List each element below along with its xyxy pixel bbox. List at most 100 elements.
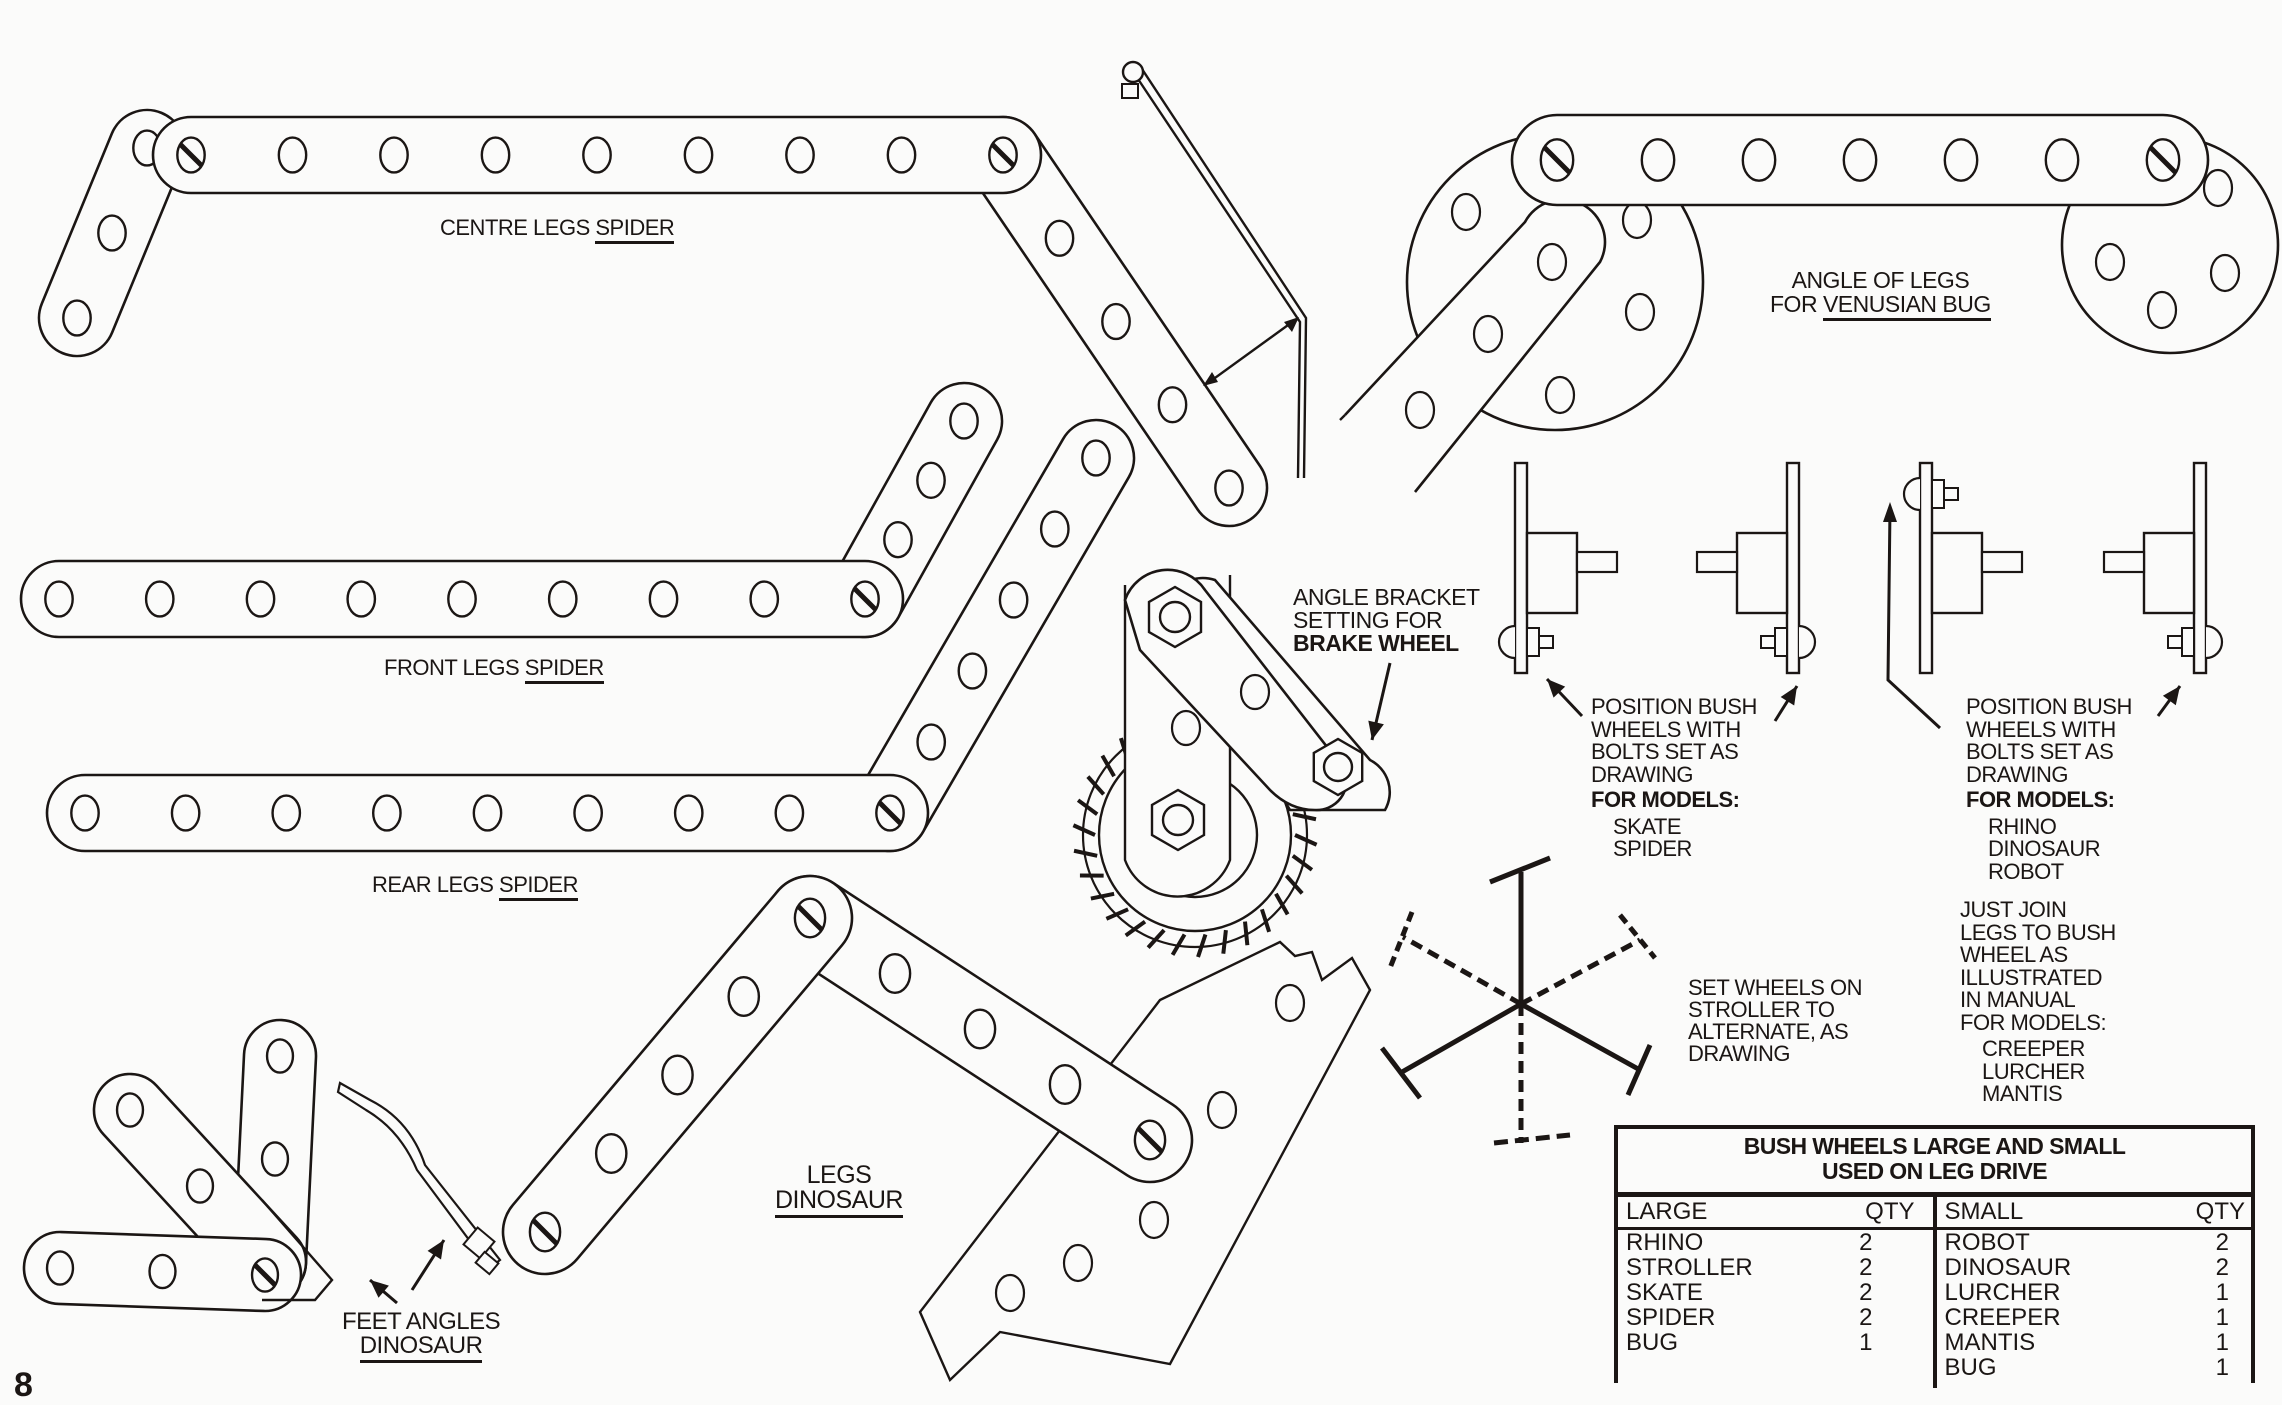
bolt-head (2206, 626, 2222, 658)
strip-hole (1172, 711, 1200, 745)
hole-outline (650, 582, 677, 617)
wheel-hole (1452, 194, 1480, 230)
hole-outline (448, 582, 475, 617)
venusian-bug-label: ANGLE OF LEGS FOR VENUSIAN BUG (1770, 268, 1991, 316)
label-line: WHEELS WITH (1591, 719, 1757, 742)
wheel-arm-solid (1402, 1004, 1521, 1072)
table-title-line: BUSH WHEELS LARGE AND SMALL (1618, 1134, 2251, 1159)
qty-header: QTY (1865, 1199, 1914, 1227)
strip-hole (729, 977, 759, 1016)
model-cell: DINOSAUR (1945, 1255, 2072, 1280)
boss (1932, 533, 1982, 613)
strip-hole (71, 796, 98, 831)
hole-outline (574, 796, 601, 831)
hole-outline (1159, 387, 1186, 422)
bolt-thread (1539, 636, 1553, 648)
strip-hole (1743, 139, 1775, 180)
label-line: FEET ANGLES (342, 1310, 500, 1334)
label-model: SPIDER (499, 872, 578, 901)
strip-hole (965, 1010, 995, 1049)
bolt-head (1799, 626, 1815, 658)
strip-hole (380, 138, 407, 173)
wheel-hole (1626, 294, 1654, 330)
model-cell: SKATE (1626, 1280, 1703, 1305)
label-text: FRONT LEGS (384, 655, 525, 680)
hole-outline (474, 796, 501, 831)
strip-hole (247, 582, 274, 617)
strip-hole (650, 582, 677, 617)
label-line: STROLLER TO (1688, 999, 1862, 1021)
label-text: CENTRE LEGS (440, 215, 595, 240)
bolt-thread (1944, 488, 1958, 500)
model-cell: CREEPER (1945, 1305, 2061, 1330)
hole-outline (1046, 221, 1073, 256)
label-line: FOR MODELS: (1960, 1012, 2116, 1035)
qty-cell: 1 (2216, 1305, 2229, 1330)
just-join-label: JUST JOIN LEGS TO BUSH WHEEL AS ILLUSTRA… (1960, 899, 2116, 1106)
strip-hole (751, 582, 778, 617)
strip-hole (1050, 1065, 1080, 1104)
strip-hole (150, 1255, 176, 1288)
hole-outline (1102, 304, 1129, 339)
model-cell: STROLLER (1626, 1255, 1753, 1280)
model-name: CREEPER (1960, 1038, 2116, 1061)
hole-outline (1050, 1065, 1080, 1104)
label-line: FOR MODELS: (1591, 789, 1757, 812)
label-line: DRAWING (1966, 764, 2132, 787)
model-name: SKATE (1591, 816, 1757, 839)
hole-outline (786, 138, 813, 173)
label-model: DINOSAUR (775, 1186, 903, 1218)
leg-hole (1406, 392, 1434, 428)
hole-outline (917, 463, 944, 498)
bracket-bolt (1123, 62, 1143, 82)
strip-hole (2046, 139, 2078, 180)
strip-hole (273, 796, 300, 831)
arm-cap-dashed (1494, 1135, 1570, 1143)
qty-header: QTY (2196, 1199, 2245, 1227)
label-line: WHEEL AS (1960, 944, 2116, 967)
nut (1932, 480, 1944, 508)
strip-hole (146, 582, 173, 617)
hole-outline (880, 954, 910, 993)
qty-cell: 2 (1859, 1280, 1872, 1305)
hex-nut-hole (1324, 753, 1352, 781)
bolt-head (1135, 1121, 1165, 1160)
hole-outline (47, 1251, 73, 1284)
table-title-line: USED ON LEG DRIVE (1618, 1159, 2251, 1184)
strip-hole (888, 138, 915, 173)
bush-wheel-side-views (1499, 463, 2222, 673)
rear-legs-strip (47, 775, 928, 851)
strip-hole (950, 404, 977, 439)
stroller-wheel-pattern (1382, 858, 1655, 1143)
arm-cap (1382, 1048, 1420, 1098)
leg-edge (1340, 415, 1345, 420)
hole-outline (373, 796, 400, 831)
wheel-hole (1623, 202, 1651, 238)
venusian-strip (1512, 115, 2208, 205)
front-legs-strip (21, 561, 903, 637)
label-line: BRAKE WHEEL (1293, 632, 1480, 655)
hole-outline (751, 582, 778, 617)
dinosaur-feet-assembly (23, 1018, 500, 1313)
hole-outline (273, 796, 300, 831)
label-line: ALTERNATE, AS (1688, 1021, 1862, 1043)
label-line: JUST JOIN (1960, 899, 2116, 922)
bolt-head (1904, 478, 1920, 510)
label-line: BOLTS SET AS (1966, 741, 2132, 764)
strip-hole (279, 138, 306, 173)
bolt-head (989, 138, 1016, 173)
wheel-plate (1920, 463, 1932, 673)
strip-hole (98, 216, 125, 251)
bolt-head (2147, 139, 2179, 180)
hole-outline (1000, 583, 1027, 618)
wheel-arm-dashed (1403, 937, 1521, 1004)
strip-hole (45, 582, 72, 617)
strip-hole (448, 582, 475, 617)
strip-hole (786, 138, 813, 173)
